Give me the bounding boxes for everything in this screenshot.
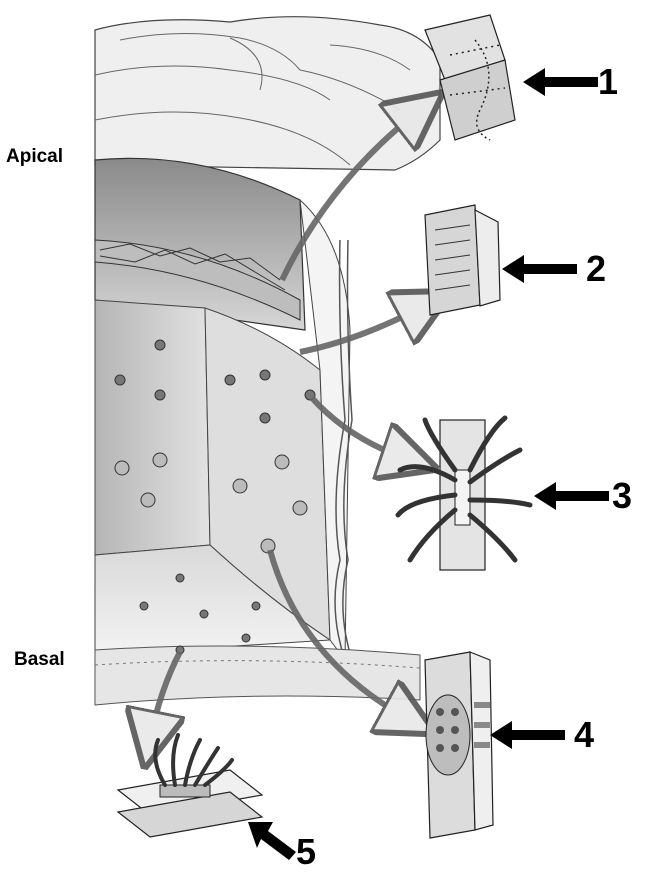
callout-number-2: 2	[586, 251, 606, 287]
callout-arrow-3	[534, 482, 609, 510]
callout-arrow-2	[502, 255, 577, 283]
callout-arrow-1	[523, 68, 598, 96]
callout-arrow-4	[490, 721, 565, 749]
callout-number-1: 1	[598, 64, 618, 100]
hemidesmosome-icon	[118, 735, 262, 837]
gap-junction-icon	[425, 652, 493, 838]
apical-surface	[95, 17, 440, 170]
adherens-junction-icon	[425, 205, 500, 315]
basal-label: Basal	[14, 649, 65, 671]
callout-arrow-5	[248, 822, 296, 860]
cell-cutaway	[95, 158, 420, 705]
apical-label: Apical	[6, 146, 63, 168]
callout-number-4: 4	[574, 717, 594, 753]
desmosome-icon	[398, 418, 530, 570]
callout-number-3: 3	[612, 478, 632, 514]
callout-number-5: 5	[296, 834, 316, 870]
